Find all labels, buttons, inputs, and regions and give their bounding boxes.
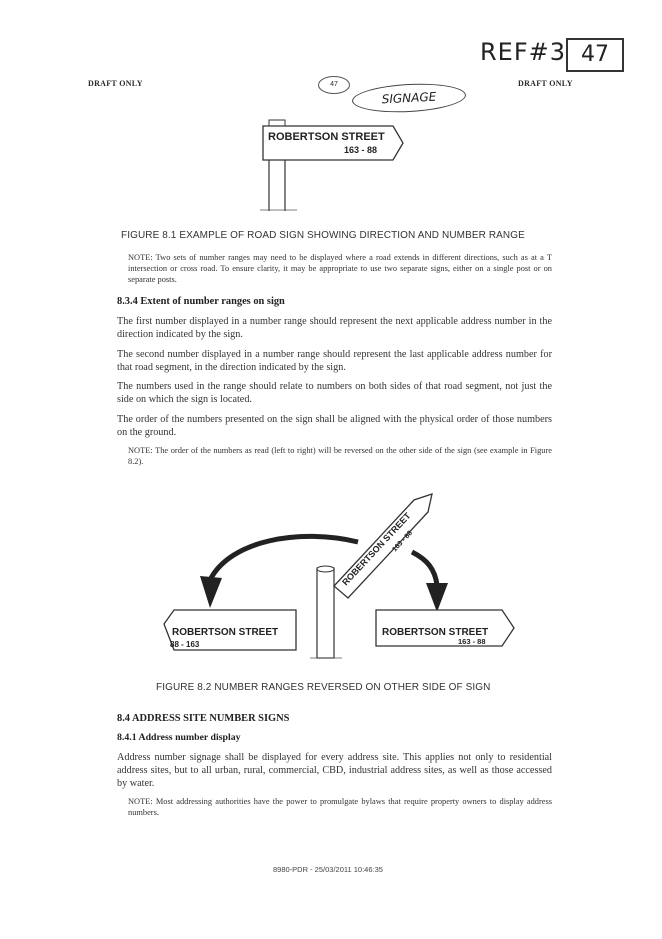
note-bylaws: NOTE: Most addressing authorities have t… [128,797,552,817]
signage-stamp: SIGNAGE [351,81,467,115]
left-arrow-head [200,576,222,608]
fig1-street-text: ROBERTSON STREET [268,131,385,143]
figure-8-2-caption: FIGURE 8.2 NUMBER RANGES REVERSED ON OTH… [156,682,491,693]
heading-8-4-1: 8.4.1 Address number display [117,732,241,743]
fig2-right-street: ROBERTSON STREET [382,627,488,638]
para-order: The order of the numbers presented on th… [117,414,552,438]
draft-label-right: DRAFT ONLY [518,79,573,88]
para-first-number: The first number displayed in a number r… [117,316,552,340]
fig2-right-range: 163 - 88 [458,637,486,646]
heading-8-3-4: 8.3.4 Extent of number ranges on sign [117,296,285,307]
ref-page-box: 47 [566,38,624,72]
fig1-range-text: 163 - 88 [344,145,377,155]
draft-label-left: DRAFT ONLY [88,79,143,88]
note-two-ranges: NOTE: Two sets of number ranges may need… [128,253,552,284]
right-arrow-head [426,583,448,612]
para-address-number: Address number signage shall be displaye… [117,752,552,789]
footer-doc-id: 8980-PDR - 25/03/2011 10:46:35 [273,865,383,874]
ref-handwritten: REF#3 [480,38,567,66]
heading-8-4: 8.4 ADDRESS SITE NUMBER SIGNS [117,713,290,724]
figure-8-1-sign: ROBERTSON STREET 163 - 88 [260,119,404,211]
fig2-left-street: ROBERTSON STREET [172,627,278,638]
para-both-sides: The numbers used in the range should rel… [117,381,552,405]
fig2-diagonal-street: ROBERTSON STREET [340,510,413,587]
circled-page-number: 47 [318,76,350,94]
fig2-left-range: 88 - 163 [170,640,200,649]
figure-8-1-caption: FIGURE 8.1 EXAMPLE OF ROAD SIGN SHOWING … [121,230,525,241]
figure-8-2-diagram: ROBERTSON STREET 163 - 88 ROBERTSON STRE… [163,493,515,659]
note-reversed: NOTE: The order of the numbers as read (… [128,446,552,466]
para-second-number: The second number displayed in a number … [117,349,552,373]
